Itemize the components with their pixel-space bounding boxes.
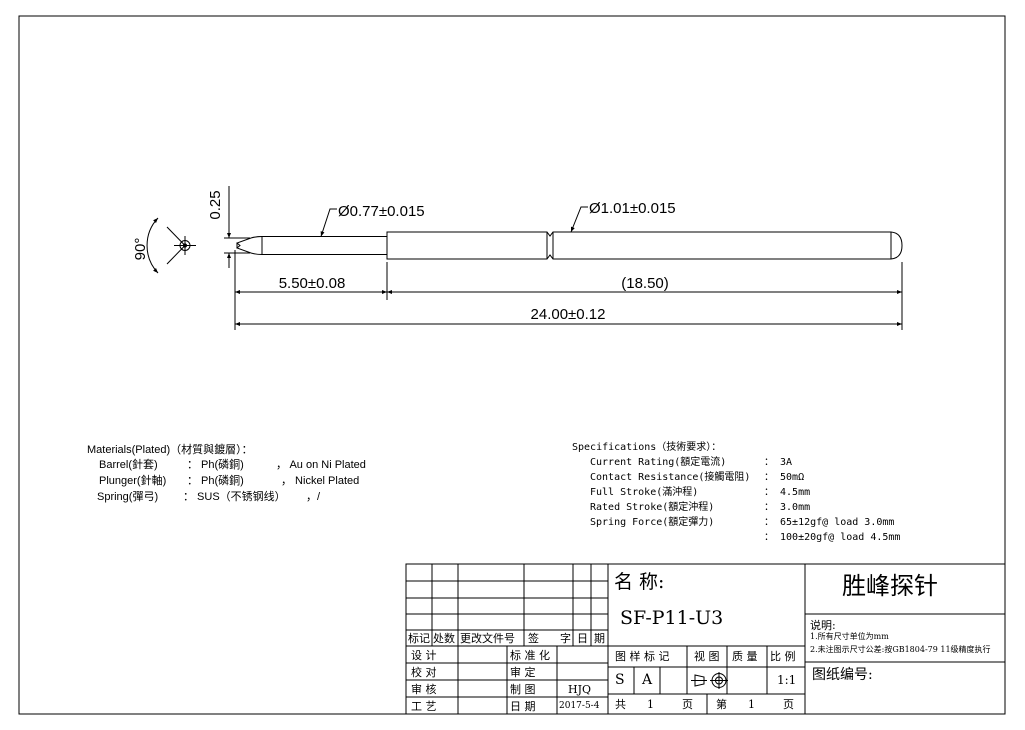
rev-header-date2: 期 — [594, 632, 605, 645]
spec-label-rated-stroke: Rated Stroke(額定沖程) — [590, 502, 715, 513]
note-1: 1.所有尺寸单位为mm — [810, 632, 889, 641]
end-view — [146, 217, 196, 274]
name-label: 名 称: — [614, 571, 665, 593]
dim-barrel-length-text: (18.50) — [621, 275, 669, 292]
notes-title: 说明: — [810, 619, 836, 632]
stage-mark-a: A — [642, 672, 653, 688]
materials-plunger-material: ： Ph(磷銅) — [187, 475, 244, 487]
sheet-number: 第 1 页 — [716, 698, 794, 711]
sheet-border — [18, 15, 1006, 715]
title-block-grid — [405, 563, 1006, 715]
approval-design: 设 计 — [411, 649, 437, 662]
approval-draw: 制 图 — [510, 683, 536, 696]
scale-label: 比 例 — [770, 650, 796, 663]
spec-value-current: ： 3A — [764, 457, 793, 468]
probe-outline — [236, 231, 903, 260]
dim-tip-thickness — [224, 186, 250, 268]
materials-barrel-plating: ， Au on Ni Plated — [276, 459, 366, 471]
spec-label-current: Current Rating(額定電流) — [590, 457, 727, 468]
approval-process: 工 艺 — [411, 700, 437, 713]
note-2: 2.未注图示尺寸公差:按GB1804-79 11级精度执行 — [810, 645, 991, 654]
rev-header-count: 处数 — [433, 632, 455, 645]
materials-barrel-material: ： Ph(磷銅) — [187, 459, 244, 471]
materials-barrel-part: Barrel(針套) — [99, 459, 158, 471]
spec-label-full-stroke: Full Stroke(滿沖程) — [590, 487, 699, 498]
materials-plunger-part: Plunger(針軸) — [99, 475, 167, 487]
total-sheets: 共 1 页 — [615, 698, 693, 711]
stage-mark-s: S — [615, 672, 625, 688]
approval-standard: 标 准 化 — [510, 649, 550, 662]
spec-value-spring-force-2: ： 100±20gf@ load 4.5mm — [764, 532, 901, 543]
company-name: 胜峰探针 — [842, 572, 938, 600]
dim-plunger-length-text: 5.50±0.08 — [279, 275, 346, 292]
dim-tip-thickness-text: 0.25 — [207, 190, 224, 219]
approval-audit: 审 核 — [411, 683, 437, 696]
rev-header-mark: 标记 — [408, 632, 430, 645]
materials-spring-plating: ，/ — [306, 491, 321, 503]
materials-title: Materials(Plated)（材質與鍍層）： — [87, 444, 253, 456]
spec-value-full-stroke: ： 4.5mm — [764, 487, 811, 498]
materials-spring-material: ： SUS（不锈钢线） — [183, 491, 286, 503]
approval-review: 审 定 — [510, 666, 536, 679]
projection-symbol-icon — [691, 672, 728, 689]
drawing-number-label: 图纸编号: — [812, 667, 873, 683]
spec-label-resistance: Contact Resistance(接觸電阻) — [590, 472, 751, 483]
rev-header-sign2: 字 — [560, 632, 571, 645]
dim-barrel-diameter-text: Ø1.01±0.015 — [589, 200, 676, 217]
mass-label: 质 量 — [732, 650, 758, 663]
dim-total-length-text: 24.00±0.12 — [531, 306, 606, 323]
approval-date: 日 期 — [510, 700, 536, 713]
scale-value: 1:1 — [777, 673, 797, 687]
spec-label-spring-force: Spring Force(額定彈力) — [590, 517, 715, 528]
materials-plunger-plating: ， Nickel Plated — [281, 475, 360, 487]
rev-header-doc: 更改文件号 — [460, 632, 515, 645]
spec-value-rated-stroke: ： 3.0mm — [764, 502, 811, 513]
spec-value-spring-force: ： 65±12gf@ load 3.0mm — [764, 517, 895, 528]
materials-spring-part: Spring(彈弓) — [97, 491, 159, 503]
dim-plunger-diameter-text: Ø0.77±0.015 — [338, 203, 425, 220]
spec-value-resistance: ： 50mΩ — [764, 472, 805, 483]
diameter-leaders — [320, 206, 588, 237]
approval-draw-value: HJQ — [568, 683, 592, 696]
part-number: SF-P11-U3 — [620, 607, 724, 629]
dim-tip-angle-text: 90° — [132, 238, 149, 261]
approval-date-value: 2017-5-4 — [559, 701, 600, 711]
view-label: 视 图 — [694, 650, 720, 663]
dim-lengths — [234, 250, 903, 330]
approval-check: 校 对 — [411, 666, 437, 679]
rev-header-date1: 日 — [577, 632, 588, 645]
specs-title: Specifications（技術要求）： — [572, 442, 722, 453]
stage-label: 图 样 标 记 — [615, 650, 670, 663]
rev-header-sign1: 签 — [528, 632, 539, 645]
